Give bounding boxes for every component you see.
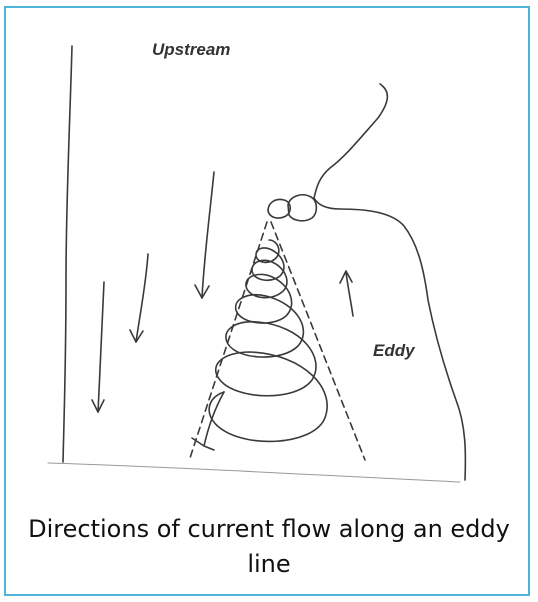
- right-bank-line: [313, 83, 467, 481]
- current-arrow-3-head: [91, 399, 105, 413]
- current-arrow-1: [201, 171, 215, 299]
- current-arrow-1-head: [194, 284, 210, 299]
- figure-caption: Directions of current flow along an eddy…: [28, 515, 510, 578]
- eddy-label: Eddy: [373, 341, 415, 360]
- rock-left: [267, 198, 292, 219]
- current-arrow-2: [135, 253, 149, 343]
- waterline: [47, 462, 461, 483]
- eddy-line-right-dashed: [270, 221, 366, 461]
- current-arrow-2-head: [129, 329, 144, 343]
- eddy-line-left-dashed: [189, 221, 268, 459]
- upstream-label: Upstream: [152, 40, 231, 59]
- eddy-upstream-arrow-head: [339, 270, 353, 284]
- eddy-upstream-arrow: [345, 271, 354, 317]
- left-bank-line: [62, 45, 73, 463]
- current-arrow-3: [97, 281, 105, 413]
- spiral-arrowhead: [191, 391, 225, 451]
- eddy-spiral: [208, 239, 328, 443]
- rock-right: [287, 194, 318, 222]
- figure-frame: [4, 6, 530, 596]
